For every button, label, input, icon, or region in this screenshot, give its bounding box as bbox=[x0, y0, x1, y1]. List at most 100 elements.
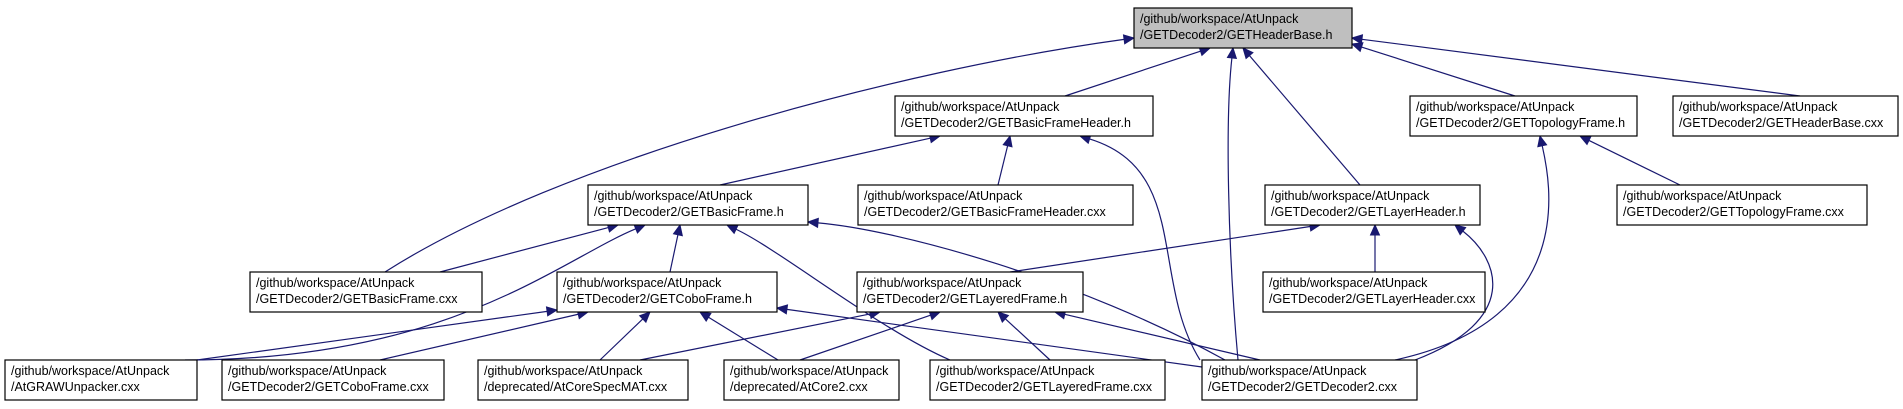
edge-line bbox=[817, 222, 1226, 361]
node-box bbox=[1409, 95, 1638, 137]
edge-topo_h-to-root bbox=[1350, 42, 1516, 97]
nodes-layer: /github/workspace/AtUnpack/GETDecoder2/G… bbox=[4, 7, 1899, 401]
node-label-line: /deprecated/AtCoreSpecMAT.cxx bbox=[484, 380, 668, 394]
node-box bbox=[4, 359, 198, 401]
node-label-line: /github/workspace/AtUnpack bbox=[1679, 100, 1838, 114]
node-label-line: /GETDecoder2/GETLayerHeader.cxx bbox=[1269, 292, 1476, 306]
edge-line bbox=[799, 314, 931, 361]
node-bf_h[interactable]: /github/workspace/AtUnpack/GETDecoder2/G… bbox=[587, 184, 809, 226]
node-label-line: /GETDecoder2/GETLayerHeader.h bbox=[1271, 205, 1466, 219]
node-cobo_h[interactable]: /github/workspace/AtUnpack/GETDecoder2/G… bbox=[556, 271, 778, 313]
arrowhead-icon bbox=[1122, 34, 1136, 45]
node-lf_h[interactable]: /github/workspace/AtUnpack/GETDecoder2/G… bbox=[856, 271, 1084, 313]
node-label-line: /GETDecoder2/GETLayeredFrame.cxx bbox=[936, 380, 1153, 394]
node-label-line: /github/workspace/AtUnpack bbox=[1269, 276, 1428, 290]
node-box bbox=[1262, 271, 1486, 313]
arrowhead-icon bbox=[1578, 135, 1592, 146]
edge-line bbox=[786, 308, 1203, 368]
edge-dec2-to-lh_h bbox=[1414, 224, 1494, 361]
node-box bbox=[894, 95, 1154, 137]
arrowhead-icon bbox=[806, 217, 819, 229]
edge-line bbox=[1004, 318, 1051, 361]
node-box bbox=[1133, 7, 1353, 49]
edge-dec2-to-lf_h bbox=[1053, 309, 1261, 361]
edge-line bbox=[1588, 139, 1681, 186]
node-hb_cxx[interactable]: /github/workspace/AtUnpack/GETDecoder2/G… bbox=[1672, 95, 1899, 137]
node-lh_cxx[interactable]: /github/workspace/AtUnpack/GETDecoder2/G… bbox=[1262, 271, 1486, 313]
node-spec[interactable]: /github/workspace/AtUnpack/deprecated/At… bbox=[477, 359, 689, 401]
arrowhead-icon bbox=[672, 223, 683, 237]
edges-layer bbox=[184, 34, 1801, 368]
edge-core2-to-cobo_h bbox=[698, 311, 779, 361]
edge-line bbox=[735, 228, 951, 361]
arrowhead-icon bbox=[725, 224, 739, 235]
node-lf_cxx[interactable]: /github/workspace/AtUnpack/GETDecoder2/G… bbox=[929, 359, 1166, 401]
node-label-line: /GETDecoder2/GETTopologyFrame.h bbox=[1416, 116, 1625, 130]
node-label-line: /github/workspace/AtUnpack bbox=[1416, 100, 1575, 114]
node-box bbox=[857, 184, 1134, 226]
node-label-line: /GETDecoder2/GETLayeredFrame.h bbox=[863, 292, 1067, 306]
arrowhead-icon bbox=[1226, 46, 1238, 60]
edge-spec-to-cobo_h bbox=[599, 311, 651, 361]
edge-line bbox=[1249, 55, 1361, 186]
node-bf_cxx[interactable]: /github/workspace/AtUnpack/GETDecoder2/G… bbox=[249, 271, 483, 313]
edge-line bbox=[196, 310, 548, 361]
node-box bbox=[1672, 95, 1899, 137]
arrowhead-icon bbox=[1369, 223, 1381, 236]
edge-line bbox=[719, 137, 931, 186]
node-label-line: /github/workspace/AtUnpack bbox=[864, 189, 1023, 203]
edge-line bbox=[997, 145, 1009, 186]
node-graw[interactable]: /github/workspace/AtUnpack/AtGRAWUnpacke… bbox=[4, 359, 198, 401]
node-dec2[interactable]: /github/workspace/AtUnpack/GETDecoder2/G… bbox=[1201, 359, 1418, 401]
edge-core2-to-lf_h bbox=[799, 310, 942, 361]
node-box bbox=[556, 271, 778, 313]
edge-line bbox=[384, 38, 1125, 273]
edge-dec2-to-bfh_h bbox=[1078, 134, 1201, 361]
arrowhead-icon bbox=[1454, 224, 1467, 236]
edge-line bbox=[599, 318, 644, 361]
edge-dec2-to-root bbox=[1226, 46, 1239, 361]
node-core2[interactable]: /github/workspace/AtUnpack/deprecated/At… bbox=[723, 359, 900, 401]
edge-topo_cxx-to-topo_h bbox=[1578, 135, 1681, 186]
node-bfh_cxx[interactable]: /github/workspace/AtUnpack/GETDecoder2/G… bbox=[857, 184, 1134, 226]
edge-line bbox=[1361, 46, 1516, 97]
node-box bbox=[856, 271, 1084, 313]
arrowhead-icon bbox=[638, 311, 651, 324]
edge-lf_h-to-lh_h bbox=[1009, 221, 1322, 273]
node-bfh_h[interactable]: /github/workspace/AtUnpack/GETDecoder2/G… bbox=[894, 95, 1154, 137]
node-label-line: /GETDecoder2/GETDecoder2.cxx bbox=[1208, 380, 1398, 394]
node-topo_cxx[interactable]: /github/workspace/AtUnpack/GETDecoder2/G… bbox=[1616, 184, 1868, 226]
edge-bfh_cxx-to-bfh_h bbox=[997, 134, 1013, 186]
node-label-line: /github/workspace/AtUnpack bbox=[730, 364, 889, 378]
node-label-line: /AtGRAWUnpacker.cxx bbox=[11, 380, 140, 394]
node-label-line: /github/workspace/AtUnpack bbox=[936, 364, 1095, 378]
edge-hb_cxx-to-root bbox=[1350, 34, 1801, 97]
node-box bbox=[249, 271, 483, 313]
node-label-line: /github/workspace/AtUnpack bbox=[1208, 364, 1367, 378]
edge-bf_cxx-to-root bbox=[384, 34, 1136, 273]
node-label-line: /deprecated/AtCore2.cxx bbox=[730, 380, 868, 394]
edge-line bbox=[1414, 230, 1494, 361]
node-label-line: /github/workspace/AtUnpack bbox=[256, 276, 415, 290]
edge-cobo_h-to-bf_h bbox=[669, 223, 683, 273]
arrowhead-icon bbox=[545, 306, 559, 317]
node-cobo_cxx[interactable]: /github/workspace/AtUnpack/GETDecoder2/G… bbox=[221, 359, 445, 401]
arrowhead-icon bbox=[1002, 134, 1013, 148]
node-label-line: /GETDecoder2/GETTopologyFrame.cxx bbox=[1623, 205, 1845, 219]
arrowhead-icon bbox=[997, 311, 1010, 323]
node-label-line: /github/workspace/AtUnpack bbox=[863, 276, 1022, 290]
edge-dec2-to-topo_h bbox=[1394, 134, 1550, 361]
node-label-line: /GETDecoder2/GETBasicFrameHeader.cxx bbox=[864, 205, 1106, 219]
node-label-line: /GETDecoder2/GETHeaderBase.cxx bbox=[1679, 116, 1884, 130]
arrowhead-icon bbox=[1350, 34, 1364, 45]
node-lh_h[interactable]: /github/workspace/AtUnpack/GETDecoder2/G… bbox=[1264, 184, 1481, 226]
node-box bbox=[1201, 359, 1418, 401]
node-root[interactable]: /github/workspace/AtUnpack/GETDecoder2/G… bbox=[1133, 7, 1353, 49]
node-label-line: /github/workspace/AtUnpack bbox=[1140, 12, 1299, 26]
node-topo_h[interactable]: /github/workspace/AtUnpack/GETDecoder2/G… bbox=[1409, 95, 1638, 137]
node-box bbox=[1264, 184, 1481, 226]
arrowhead-icon bbox=[698, 311, 712, 322]
edge-cobo_cxx-to-cobo_h bbox=[379, 309, 590, 361]
edge-line bbox=[1064, 50, 1201, 97]
